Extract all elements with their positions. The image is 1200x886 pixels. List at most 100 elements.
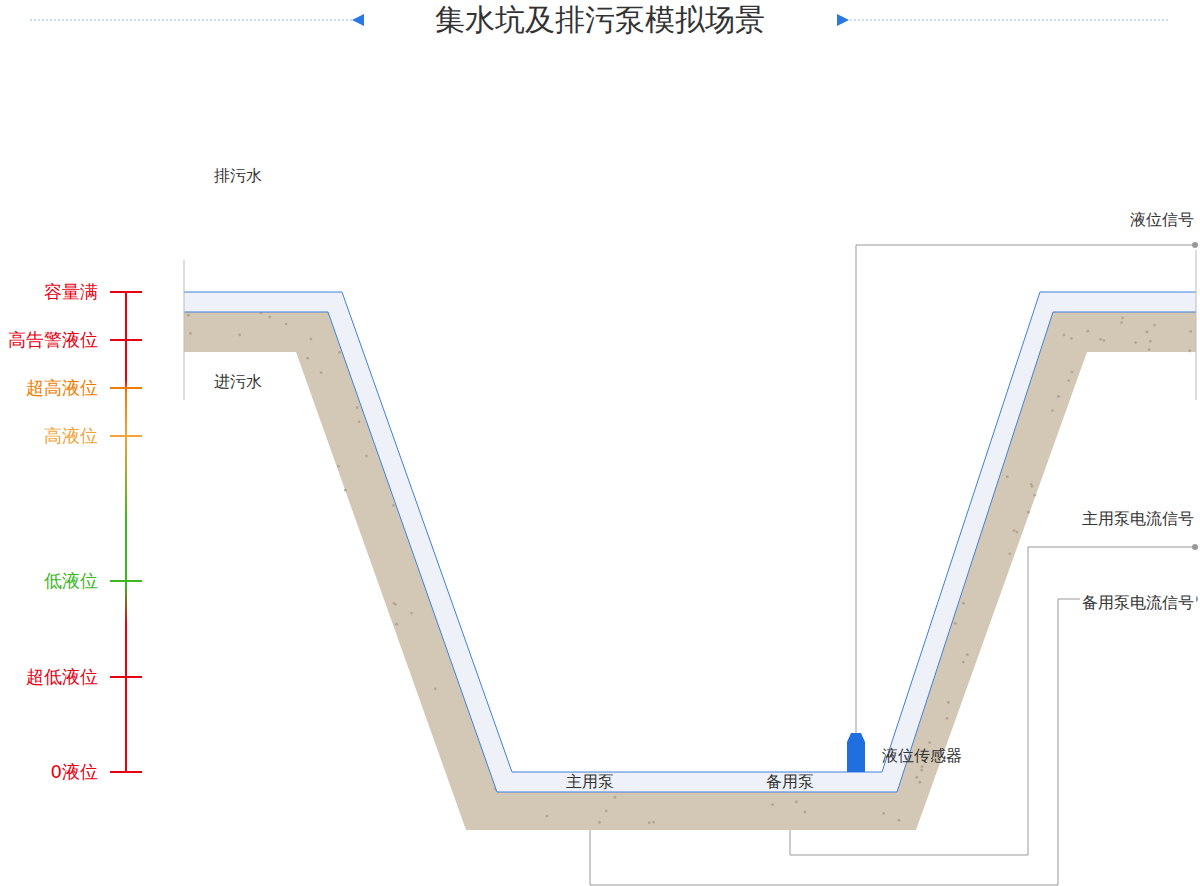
speckle [771,803,774,806]
speckle [189,332,192,335]
speckle [1057,395,1060,398]
speckle [1071,371,1074,374]
signal-wire [790,547,1196,855]
speckle [1121,316,1124,319]
speckle [337,465,340,468]
level-label: 超低液位 [24,668,100,686]
speckle [795,800,798,803]
speckle [803,811,806,814]
speckle [1120,321,1123,324]
speckle [392,504,395,507]
speckle [1008,552,1011,555]
speckle [1033,494,1036,497]
title-marker [837,14,849,26]
speckle [882,812,885,815]
sensor-label: 液位传感器 [880,747,964,765]
signal-label: 液位信号 [1128,211,1196,229]
speckle [238,334,241,337]
level-tick [110,435,142,437]
speckle [1146,331,1149,334]
speckle [1149,340,1152,343]
signal-terminal [1192,544,1198,550]
signal-wire [590,599,1196,885]
speckle [897,819,900,822]
speckle [1067,379,1070,382]
level-tick [110,339,142,341]
speckle [962,602,965,605]
concrete-speckles [187,311,1192,824]
speckle [1102,339,1105,342]
boundary-line [184,260,185,400]
speckle [434,688,437,691]
speckle [358,420,361,423]
speckle [954,622,957,625]
level-label: 超高液位 [24,379,100,397]
title-marker [352,14,364,26]
level-tick [110,387,142,389]
boundary-line [1196,250,1197,400]
liner-edge [184,292,1196,772]
speckle [1070,337,1073,340]
speckle [1027,511,1030,514]
speckle [921,765,924,768]
speckle [962,661,965,664]
speckle [285,323,288,326]
pump-label: 备用泵 [764,773,816,791]
speckle [1013,529,1016,532]
signal-label: 备用泵电流信号 [1080,594,1196,612]
level-label: 低液位 [42,572,100,590]
speckle [1148,348,1151,351]
title-rule [850,20,1170,21]
speckle [605,810,608,813]
speckle [918,781,921,784]
speckle [338,351,341,354]
speckle [1134,341,1137,344]
speckle [344,489,347,492]
speckle [652,821,655,824]
speckle [310,338,313,341]
speckle [268,316,271,319]
speckle [1189,330,1192,333]
concrete-wall [184,312,1196,830]
level-tick [110,676,142,678]
pump-label: 主用泵 [564,773,616,791]
inlet-label: 进污水 [212,373,264,391]
speckle [598,821,601,824]
speckle [947,701,950,704]
level-sensor [847,733,865,772]
speckle [1062,334,1065,337]
speckle [920,769,923,772]
speckle [410,612,413,615]
outlet-label: 排污水 [212,167,264,185]
speckle [1099,338,1102,341]
speckle [320,371,323,374]
level-label: 高告警液位 [6,331,100,349]
level-tick [110,580,142,582]
page-title: 集水坑及排污泵模拟场景 [435,2,765,38]
speckle [946,717,949,720]
speckle [1086,330,1089,333]
level-scale [125,292,127,772]
speckle [545,815,548,818]
level-tick [110,291,142,293]
liner-edge [184,312,1196,792]
speckle [393,602,396,605]
signal-wire [856,245,1196,733]
signal-label: 主用泵电流信号 [1080,510,1196,528]
level-tick [110,771,142,773]
speckle [1006,475,1009,478]
speckle [356,406,359,409]
speckle [306,357,309,360]
speckle [1051,409,1054,412]
title-rule [30,20,352,21]
speckle [395,623,398,626]
speckle [1015,531,1018,534]
level-label: 高液位 [42,427,100,445]
speckle [966,653,969,656]
speckle [613,796,616,799]
speckle [365,454,368,457]
speckle [1188,350,1191,353]
speckle [1153,324,1156,327]
level-label: 0液位 [49,763,100,781]
